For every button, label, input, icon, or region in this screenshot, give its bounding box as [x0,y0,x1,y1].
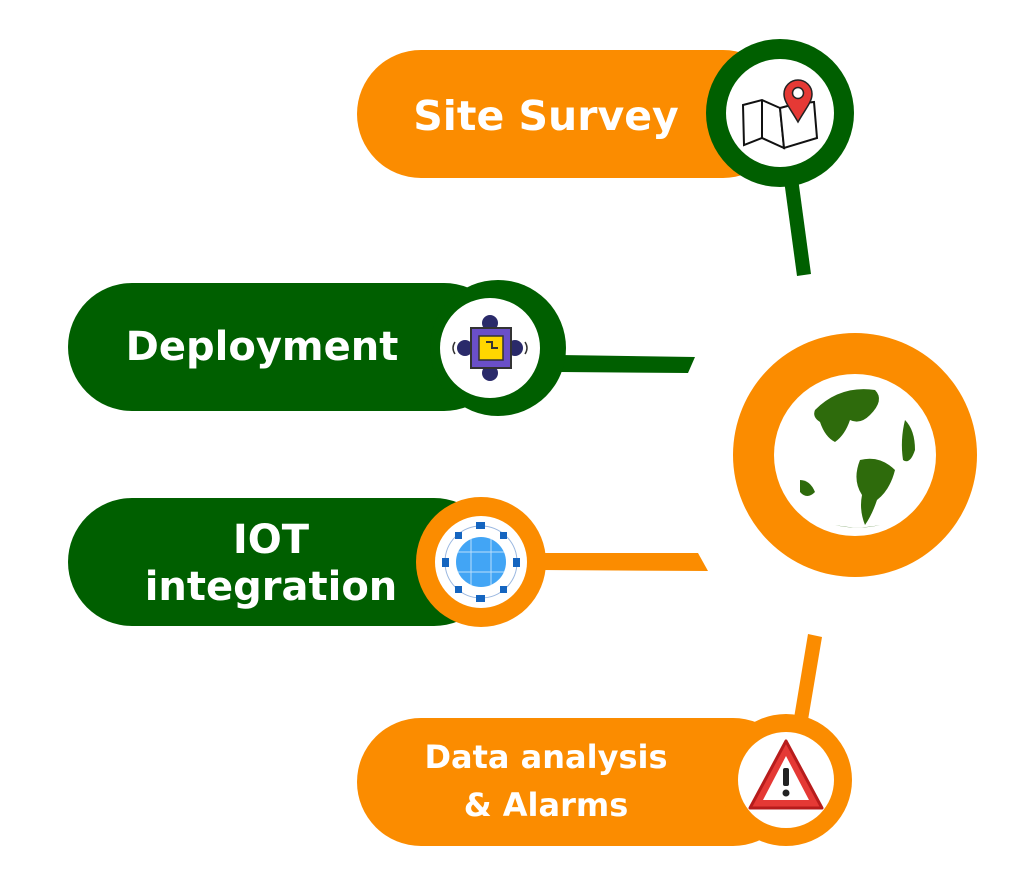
step-deployment: Deployment [68,280,566,416]
connector-iot [540,553,708,571]
step-label: Deployment [126,324,399,370]
step-iot-integration: IOT integration [68,497,546,627]
chip-sensor-icon [452,315,528,381]
globe-icon [800,389,915,528]
step-data-analysis: Data analysis & Alarms [357,714,852,846]
step-label-line1: Data analysis [424,738,667,776]
step-label-line1: IOT [233,517,310,563]
pill-data-analysis [357,718,797,846]
connector-deployment [560,355,695,373]
step-label-line2: & Alarms [464,786,629,824]
connector-data-analysis [794,634,822,720]
center-globe-node [733,333,977,577]
map-pin-icon [741,79,819,150]
warning-icon [748,739,824,810]
network-globe-icon [442,522,520,602]
pill-deployment [68,283,508,411]
pill-iot [68,498,498,626]
step-label: Site Survey [413,92,678,140]
connector-site-survey [784,178,811,276]
pill-site-survey [357,50,787,178]
step-site-survey: Site Survey [357,39,854,187]
step-label-line2: integration [145,564,398,610]
